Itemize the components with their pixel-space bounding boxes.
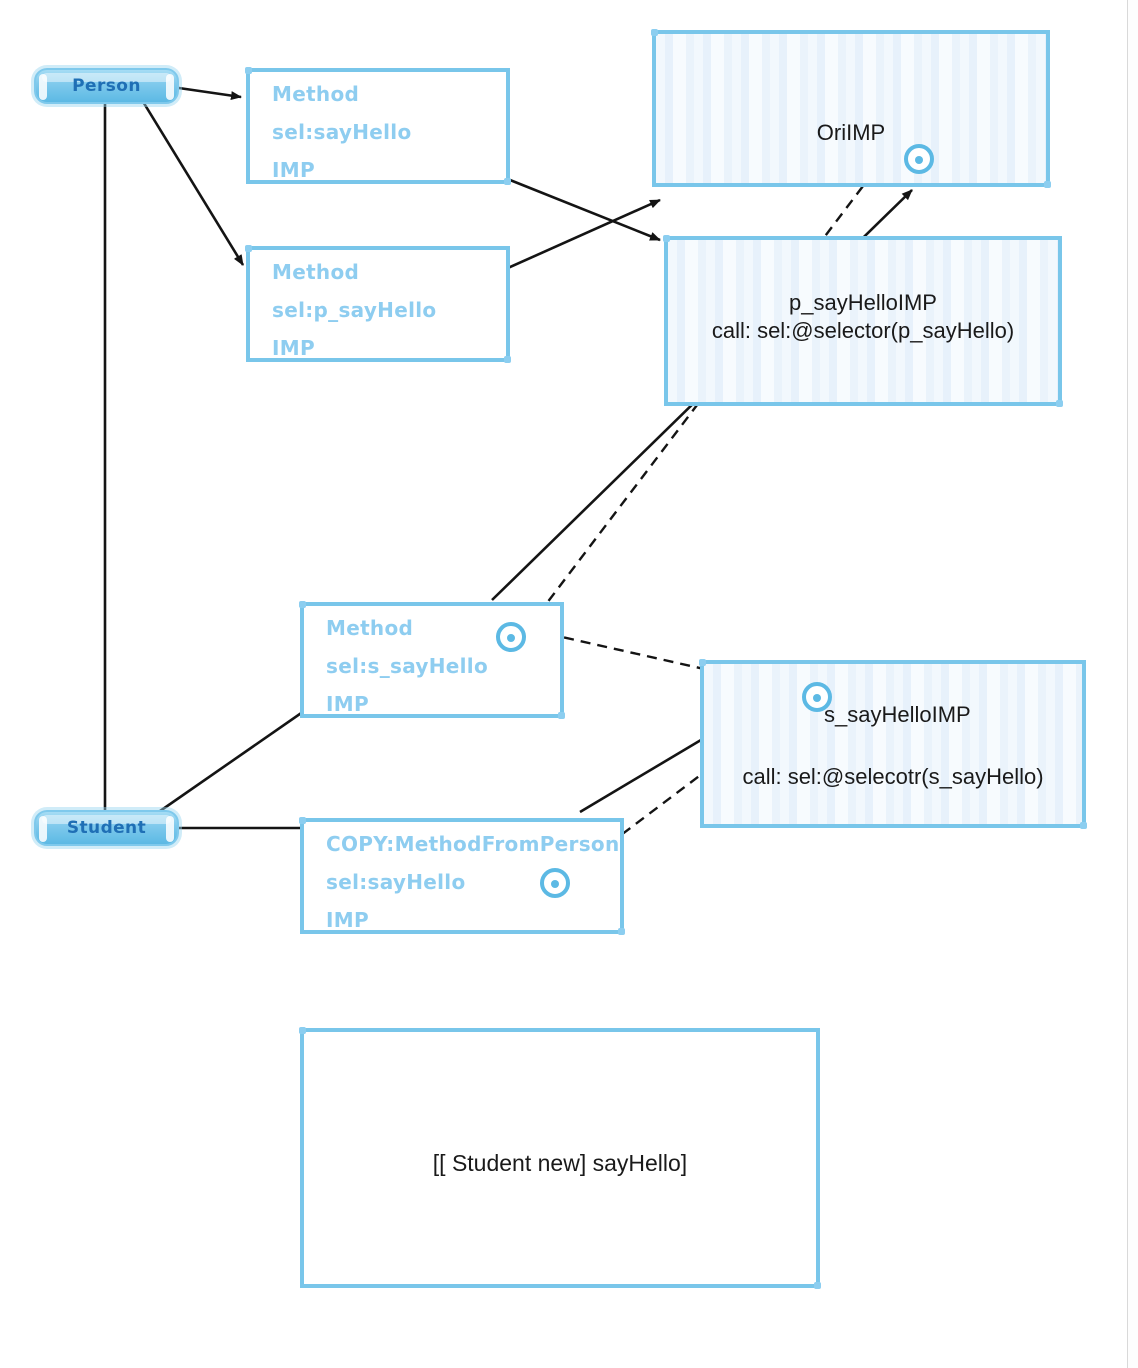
ori-imp-box[interactable]: OriIMP bbox=[651, 29, 1051, 188]
pointer-dot bbox=[813, 694, 821, 703]
badge-endcap-left bbox=[39, 74, 47, 100]
s-sayhello-imp-call: call: sel:@selecotr(s_sayHello) bbox=[742, 764, 1044, 789]
imp-pointer-icon[interactable] bbox=[904, 144, 934, 174]
person-badge[interactable]: Person bbox=[34, 68, 179, 104]
method-selector-label: sel:p_sayHello bbox=[272, 298, 437, 322]
p-sayhello-imp-call: call: sel:@selector(p_sayHello) bbox=[711, 318, 1015, 343]
method-selector-label: sel:s_sayHello bbox=[326, 654, 489, 678]
method-imp-label: IMP bbox=[326, 692, 369, 716]
page-edge-rule bbox=[1127, 0, 1128, 1368]
edge-p-sayhello-to-ori-imp bbox=[489, 198, 661, 278]
method-kind-label: Method bbox=[272, 82, 360, 106]
person-p-sayhello-method-box[interactable]: Method sel:p_sayHello IMP bbox=[245, 245, 511, 363]
student-copy-method-box[interactable]: COPY:MethodFromPerson sel:sayHello IMP bbox=[299, 817, 625, 935]
student-badge[interactable]: Student bbox=[34, 810, 179, 846]
edge-person-to-sayhello bbox=[171, 85, 242, 101]
edge-person-to-p-sayhello bbox=[140, 99, 245, 266]
invocation-text: [[ Student new] sayHello] bbox=[432, 1150, 688, 1176]
pointer-dot bbox=[915, 156, 923, 165]
pointer-dot bbox=[551, 880, 559, 889]
ori-imp-label: OriIMP bbox=[816, 120, 886, 145]
person-badge-label: Person bbox=[72, 76, 141, 96]
method-imp-label: IMP bbox=[272, 158, 315, 182]
method-selector-label: sel:sayHello bbox=[326, 870, 466, 894]
imp-pointer-icon[interactable] bbox=[496, 622, 526, 652]
person-sayhello-method-box[interactable]: Method sel:sayHello IMP bbox=[245, 67, 511, 185]
method-imp-label: IMP bbox=[272, 336, 315, 360]
method-selector-label: sel:sayHello bbox=[272, 120, 412, 144]
badge-highlight bbox=[42, 815, 171, 824]
badge-endcap-left bbox=[39, 816, 47, 842]
pointer-dot bbox=[507, 634, 515, 643]
badge-endcap-right bbox=[166, 74, 174, 100]
badge-endcap-right bbox=[166, 816, 174, 842]
student-badge-label: Student bbox=[66, 818, 147, 838]
imp-pointer-icon[interactable] bbox=[540, 868, 570, 898]
p-sayhello-imp-box[interactable]: p_sayHelloIMP call: sel:@selector(p_sayH… bbox=[663, 235, 1063, 407]
page-margin-fill bbox=[1128, 0, 1138, 1368]
s-sayhello-imp-box[interactable]: s_sayHelloIMP call: sel:@selecotr(s_sayH… bbox=[699, 659, 1087, 829]
invocation-box[interactable]: [[ Student new] sayHello] bbox=[299, 1027, 821, 1289]
method-kind-label: Method bbox=[326, 616, 414, 640]
s-sayhello-imp-label: s_sayHelloIMP bbox=[824, 702, 971, 727]
student-s-sayhello-method-box[interactable]: Method sel:s_sayHello IMP bbox=[299, 601, 565, 719]
edge-sayhello-to-p-imp bbox=[509, 178, 661, 242]
badge-highlight bbox=[42, 73, 171, 82]
edge-student-to-s-method bbox=[149, 698, 321, 820]
method-imp-label: IMP bbox=[326, 908, 369, 932]
method-kind-label: Method bbox=[272, 260, 360, 284]
p-sayhello-imp-label: p_sayHelloIMP bbox=[789, 290, 937, 315]
method-kind-label: COPY:MethodFromPerson bbox=[326, 832, 620, 856]
imp-pointer-icon[interactable] bbox=[802, 682, 832, 712]
